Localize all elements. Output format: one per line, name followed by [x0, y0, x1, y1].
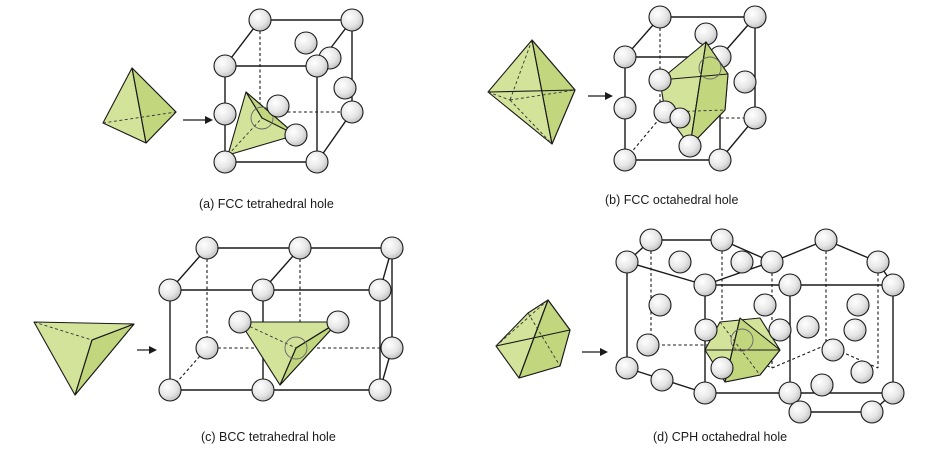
atom [368, 278, 392, 302]
panel-c-bcc-tetrahedral: (c) BCC tetrahedral hole [33, 236, 404, 444]
atom [730, 328, 754, 352]
atom [613, 96, 637, 120]
panel-b-fcc-octahedral: (b) FCC octahedral hole [487, 5, 767, 207]
atom [753, 293, 777, 317]
panel-b-arrow [588, 92, 613, 100]
atom [694, 318, 718, 342]
atom [636, 333, 660, 357]
atom [708, 148, 732, 172]
panel-b-fcc-cube [613, 5, 767, 172]
atom [733, 70, 757, 94]
atom [615, 356, 639, 380]
atom [650, 368, 674, 392]
panel-a-fcc-cube [213, 8, 364, 174]
atom [698, 56, 722, 80]
atom [213, 102, 237, 126]
atom [613, 148, 637, 172]
atom [669, 107, 691, 129]
panel-c-bcc-double-cube [158, 236, 404, 402]
atom [266, 94, 290, 118]
atom [288, 236, 312, 260]
atom [368, 378, 392, 402]
atom [814, 228, 838, 252]
atom [613, 45, 637, 69]
atom [213, 54, 237, 78]
atom [710, 356, 734, 380]
atom [860, 400, 884, 424]
atom [195, 336, 219, 360]
atom [843, 318, 867, 342]
atom [768, 318, 792, 342]
atom [648, 5, 672, 29]
atom [333, 76, 357, 100]
atom [778, 381, 802, 405]
atom [213, 150, 237, 174]
panel-d-arrow [582, 348, 608, 356]
atom [881, 273, 905, 297]
atom [678, 134, 702, 158]
panel-a-fcc-tetrahedral: (a) FCC tetrahedral hole [102, 8, 364, 211]
panel-a-caption: (a) FCC tetrahedral hole [199, 197, 334, 211]
atom [305, 54, 329, 78]
atom [668, 250, 692, 274]
atom [796, 315, 820, 339]
atom [881, 381, 905, 405]
atom [250, 106, 274, 130]
atom [648, 293, 672, 317]
atom [284, 336, 308, 360]
atom [778, 273, 802, 297]
atom [251, 278, 275, 302]
atom [760, 250, 784, 274]
panel-c-arrow [137, 346, 157, 354]
atom [195, 236, 219, 260]
atom [639, 228, 663, 252]
atom [693, 381, 717, 405]
atom [821, 338, 845, 362]
atom [251, 378, 275, 402]
panel-a-arrow [183, 116, 213, 124]
atom [615, 250, 639, 274]
atom [730, 250, 754, 274]
atom [228, 310, 252, 334]
atom [340, 100, 364, 124]
panel-c-tetrahedron-icon [33, 321, 135, 396]
atom [850, 360, 874, 384]
atom [326, 310, 350, 334]
atom [788, 400, 812, 424]
panel-d-octahedron-icon [495, 299, 571, 379]
panel-d-caption: (d) CPH octahedral hole [653, 430, 787, 444]
atom [743, 106, 767, 130]
atom [693, 273, 717, 297]
atom [158, 278, 182, 302]
atom [305, 150, 329, 174]
panel-a-tetrahedron-icon [102, 67, 177, 144]
atom [710, 228, 734, 252]
atom [248, 8, 272, 32]
atom [284, 123, 308, 147]
atom [743, 5, 767, 29]
atom [810, 373, 834, 397]
panel-d-cph-lattice [615, 228, 905, 424]
atom [340, 8, 364, 32]
atom [294, 31, 318, 55]
atom [158, 378, 182, 402]
panel-b-caption: (b) FCC octahedral hole [605, 193, 738, 207]
panel-c-caption: (c) BCC tetrahedral hole [201, 430, 336, 444]
atom [846, 293, 870, 317]
atom [380, 236, 404, 260]
atom [648, 68, 672, 92]
atom [866, 250, 890, 274]
panel-d-cph-octahedral: (d) CPH octahedral hole [495, 228, 905, 444]
atom [380, 336, 404, 360]
panel-b-octahedron-icon [487, 39, 576, 145]
